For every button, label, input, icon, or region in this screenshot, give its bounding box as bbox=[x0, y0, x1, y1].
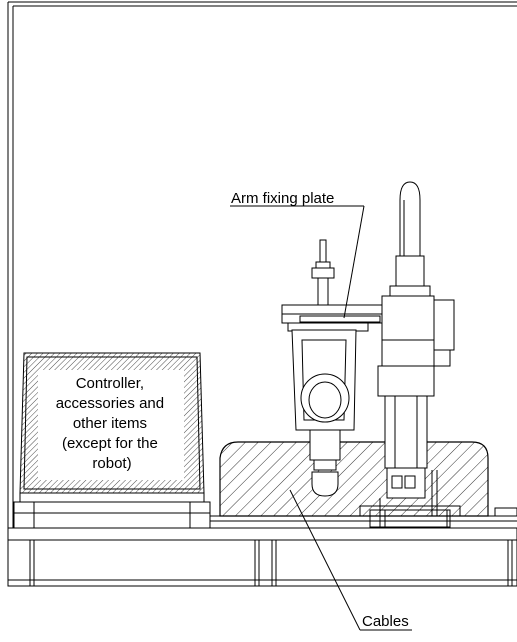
cable-cushion bbox=[219, 441, 489, 517]
controller-box-line-2: accessories and bbox=[56, 395, 164, 412]
controller-box-label: Controller, accessories and other items … bbox=[56, 375, 169, 472]
controller-box-line-3: other items bbox=[73, 415, 147, 432]
controller-box-line-4: (except for the bbox=[62, 435, 158, 452]
controller-box-line-1: Controller, bbox=[76, 375, 144, 392]
controller-box bbox=[19, 352, 205, 494]
controller-box-base bbox=[13, 492, 211, 529]
cables-label: Cables bbox=[362, 613, 409, 630]
crate-outline bbox=[7, 1, 517, 528]
arm-fixing-plate-label: Arm fixing plate bbox=[231, 190, 334, 207]
controller-box-line-5: robot) bbox=[92, 455, 131, 472]
arm-fixing-plate-leader bbox=[230, 205, 365, 319]
cables-leader bbox=[289, 489, 412, 631]
robot-shaft bbox=[291, 239, 357, 497]
pallet-base bbox=[7, 527, 517, 587]
robot-column bbox=[377, 181, 455, 528]
robot-arm bbox=[281, 304, 383, 332]
